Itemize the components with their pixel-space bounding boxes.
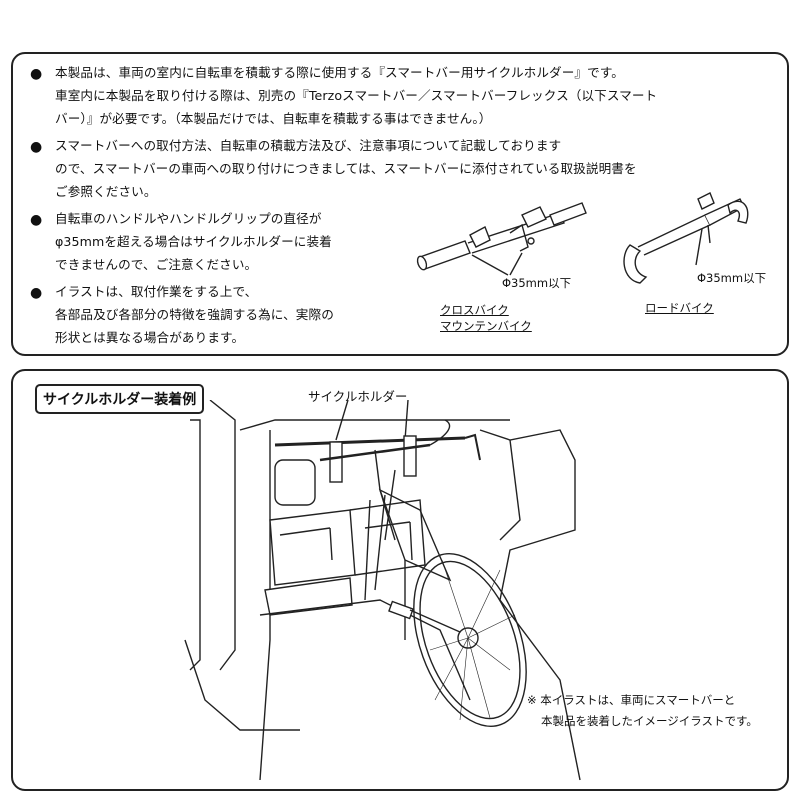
- note-4-line-1: イラストは、取付作業をする上で、: [55, 284, 258, 299]
- road-bike-diameter-label: Φ35mm以下: [697, 271, 767, 285]
- bullet-4: ●: [30, 285, 43, 301]
- note-2-line-1: スマートバーへの取付方法、自転車の積載方法及び、注意事項について記載しております: [55, 138, 562, 153]
- notes-panel: [11, 52, 789, 356]
- note-1-line-3: バー）』が必要です。（本製品だけでは、自転車を積載する事はできません。）: [55, 111, 492, 126]
- cross-bike-label: クロスバイク: [440, 303, 509, 317]
- illustration-note-line-2: 本製品を装着したイメージイラストです。: [541, 714, 758, 728]
- bullet-2: ●: [30, 139, 43, 155]
- note-3-line-3: できませんので、ご注意ください。: [55, 257, 258, 272]
- note-1-line-2: 車室内に本製品を取り付ける際は、別売の『Terzoスマートバー／スマートバーフレ…: [55, 88, 658, 103]
- note-1-line-1: 本製品は、車両の室内に自転車を積載する際に使用する『スマートバー用サイクルホルダ…: [55, 65, 624, 80]
- installation-example-title: サイクルホルダー装着例: [35, 384, 205, 414]
- road-bike-label: ロードバイク: [645, 301, 714, 315]
- cross-bike-handlebar-illustration: [416, 202, 587, 276]
- note-3-line-1: 自転車のハンドルやハンドルグリップの直径が: [55, 211, 322, 226]
- car-interior-illustration: [184, 400, 581, 781]
- note-2-line-3: ご参照ください。: [55, 184, 157, 199]
- note-2-line-2: ので、スマートバーの車両への取り付けにつきましては、スマートバーに添付されている…: [55, 161, 637, 176]
- road-bike-handlebar-illustration: [623, 192, 749, 284]
- cycle-holder-label: サイクルホルダー: [308, 389, 408, 404]
- bullet-3: ●: [30, 212, 43, 228]
- note-4-line-2: 各部品及び各部分の特徴を強調する為に、実際の: [55, 307, 334, 322]
- bullet-1: ●: [30, 66, 43, 82]
- cross-bike-diameter-label: Φ35mm以下: [502, 276, 572, 290]
- note-3-line-2: φ35mmを超える場合はサイクルホルダーに装着: [55, 234, 332, 249]
- note-4-line-3: 形状とは異なる場合があります。: [55, 330, 245, 345]
- illustration-note-line-1: ※ 本イラストは、車両にスマートバーと: [527, 693, 736, 707]
- mountain-bike-label: マウンテンバイク: [440, 319, 532, 333]
